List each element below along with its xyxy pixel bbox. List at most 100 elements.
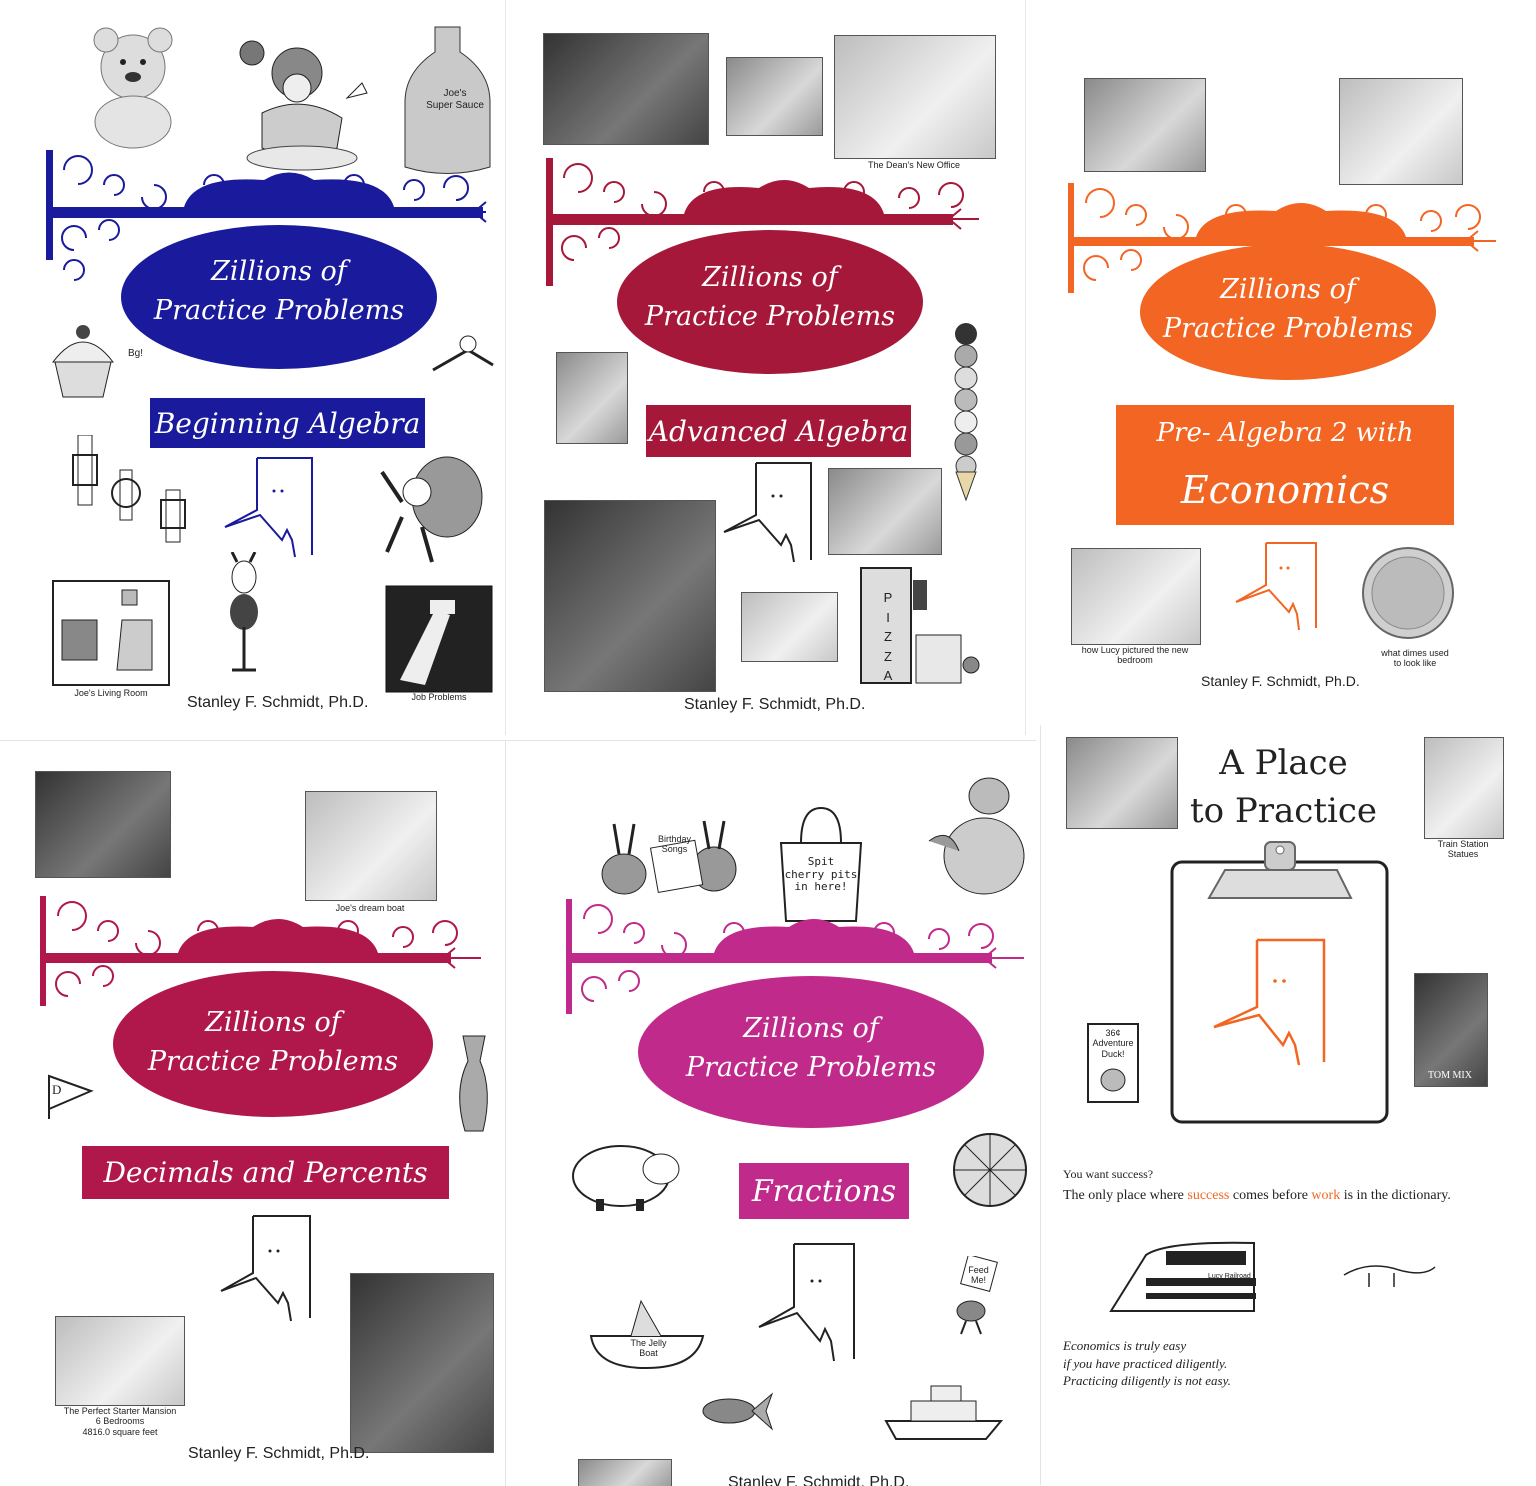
vase-illustration	[459, 1035, 488, 1132]
hanging-sign-bracket	[566, 899, 1024, 1014]
bag-label: Spit cherry pits in here!	[784, 855, 858, 894]
watches-illustration	[72, 435, 186, 543]
cover-title: A Place to Practice	[1181, 740, 1386, 835]
rabbit-pogo-illustration	[230, 552, 258, 672]
success-quote: The only place where success comes befor…	[1063, 1188, 1451, 1204]
subtitle-banner: Decimals and Percents	[82, 1146, 449, 1199]
fish-illustration	[702, 1392, 774, 1431]
jelly-boat-illustration	[589, 1299, 705, 1370]
sign-title-line-1: Zillions of	[743, 1013, 879, 1044]
forest-photo	[544, 500, 716, 692]
dimes-caption: what dimes used to look like	[1381, 648, 1449, 669]
children-park-photo	[741, 592, 838, 662]
bird-sign-illustration	[956, 1256, 998, 1335]
super-sauce-bottle-illustration	[404, 26, 491, 174]
santa-photo	[556, 352, 628, 444]
face-logo	[758, 1243, 855, 1362]
hiker-cartoon-illustration	[380, 456, 483, 563]
train-station-statue-photo	[1424, 737, 1504, 839]
sign-oval	[638, 976, 984, 1128]
statues-caption: Train Station Statues	[1437, 839, 1489, 860]
sign-title-line-2: Practice Problems	[644, 301, 896, 333]
bird-doodle-illustration	[1343, 1265, 1436, 1287]
dean-office-caption: The Dean's New Office	[867, 160, 961, 170]
mercury-dime-illustration	[1362, 547, 1454, 639]
pizza-pie-illustration	[953, 1133, 1027, 1207]
ice-cream-cone-illustration	[954, 323, 978, 502]
songs-label: Birthday Songs	[657, 834, 692, 855]
bottle-label: Joe's Super Sauce	[426, 88, 484, 111]
subtitle-banner: Fractions	[739, 1163, 909, 1219]
dream-boat-photo	[305, 791, 437, 901]
economics-quote: Economics is truly easy if you have prac…	[1063, 1337, 1231, 1390]
author-name: Stanley F. Schmidt, Ph.D.	[1201, 673, 1360, 689]
sign-title: Zillions of Practice Problems	[1138, 270, 1438, 348]
adventure-duck-label: 36¢ Adventure Duck!	[1092, 1028, 1134, 1059]
face-logo	[1213, 938, 1326, 1066]
adventure-duck-illustration	[1087, 1023, 1139, 1103]
clipboard-illustration	[1170, 841, 1389, 1124]
job-problems-caption: Job Problems	[411, 692, 467, 702]
cover-pre-algebra-economics: Zillions of Practice Problems Pre- Algeb…	[1025, 0, 1536, 735]
sign-title: Zillions of Practice Problems	[120, 252, 438, 330]
dean-office-photo	[834, 35, 996, 159]
steam-train-photo	[1066, 737, 1178, 829]
face-logo	[723, 462, 812, 563]
cover-advanced-algebra: The Dean's New Office Zillions of Practi…	[505, 0, 1026, 735]
economics-quote-line-1: Economics is truly easy	[1063, 1338, 1187, 1353]
hanging-sign-bracket	[546, 158, 979, 286]
cover-a-place-to-practice: A Place to Practice Train Station Statue…	[1040, 725, 1536, 1485]
sign-oval	[617, 230, 923, 374]
mansion-caption: The Perfect Starter Mansion 6 Bedrooms 4…	[63, 1406, 177, 1437]
cherry-pits-bag-illustration	[779, 806, 863, 922]
subtitle-banner: Advanced Algebra	[646, 405, 911, 457]
cupcake-illustration	[51, 325, 115, 398]
economics-quote-line-3: Practicing diligently is not easy.	[1063, 1373, 1231, 1389]
sign-title-line-1: Zillions of	[205, 1007, 341, 1038]
bedroom-caption: how Lucy pictured the new bedroom	[1081, 645, 1189, 666]
cover-title-line-2: to Practice	[1189, 790, 1378, 831]
face-logo	[224, 457, 313, 558]
tom-mix-label: TOM MIX	[1428, 1070, 1472, 1081]
gym-photo	[35, 771, 171, 878]
pizza-shop-illustration	[860, 567, 980, 684]
job-problems-illustration	[385, 585, 493, 693]
bird-sign-label: Feed Me!	[968, 1265, 989, 1286]
pennant-letter: D	[52, 1082, 62, 1097]
antique-car-photo	[828, 468, 942, 555]
gorilla-statue-photo	[350, 1273, 494, 1453]
pennant-illustration	[48, 1074, 94, 1119]
dogs-photo	[726, 57, 823, 136]
quote-part-5: is in the dictionary.	[1340, 1188, 1451, 1203]
living-room-illustration	[52, 580, 170, 686]
cover-beginning-algebra: Joe's Super Sauce Zillions of Practice P…	[0, 0, 505, 735]
hanging-sign-bracket	[46, 150, 487, 281]
jelly-boat-label: The Jelly Boat	[630, 1338, 667, 1359]
piggy-bank-illustration	[572, 1145, 680, 1211]
sign-title-line-2: Practice Problems	[1162, 313, 1414, 345]
tv-room-photo	[543, 33, 709, 145]
building-photo	[578, 1459, 672, 1486]
subtitle-banner: Pre- Algebra 2 with Economics	[1116, 405, 1454, 525]
subtitle-line-1: Pre- Algebra 2 with	[1156, 418, 1414, 448]
sign-oval	[1140, 244, 1436, 380]
sign-title: Zillions of Practice Problems	[636, 1009, 986, 1087]
pizza-sign: PIZZA	[883, 590, 899, 683]
clown-cartoon-illustration	[239, 40, 368, 171]
tom-mix-photo	[1414, 973, 1488, 1087]
bedroom-photo	[1071, 548, 1201, 645]
sign-title-line-2: Practice Problems	[153, 295, 405, 327]
hanging-sign-bracket	[1068, 183, 1496, 293]
face-logo	[220, 1215, 311, 1322]
quote-part-3: comes before	[1229, 1188, 1312, 1203]
quote-success-word: success	[1187, 1188, 1230, 1203]
subtitle-banner: Beginning Algebra	[150, 398, 425, 448]
author-name: Stanley F. Schmidt, Ph.D.	[187, 694, 369, 711]
running-figure-illustration	[432, 335, 494, 372]
subtitle-line-2: Economics	[1180, 468, 1390, 512]
storefront-photo	[1339, 78, 1463, 185]
sign-title-line-1: Zillions of	[702, 262, 838, 293]
quote-work-word: work	[1311, 1188, 1341, 1203]
barn-photo	[1084, 78, 1206, 172]
sign-title-line-1: Zillions of	[211, 256, 347, 287]
